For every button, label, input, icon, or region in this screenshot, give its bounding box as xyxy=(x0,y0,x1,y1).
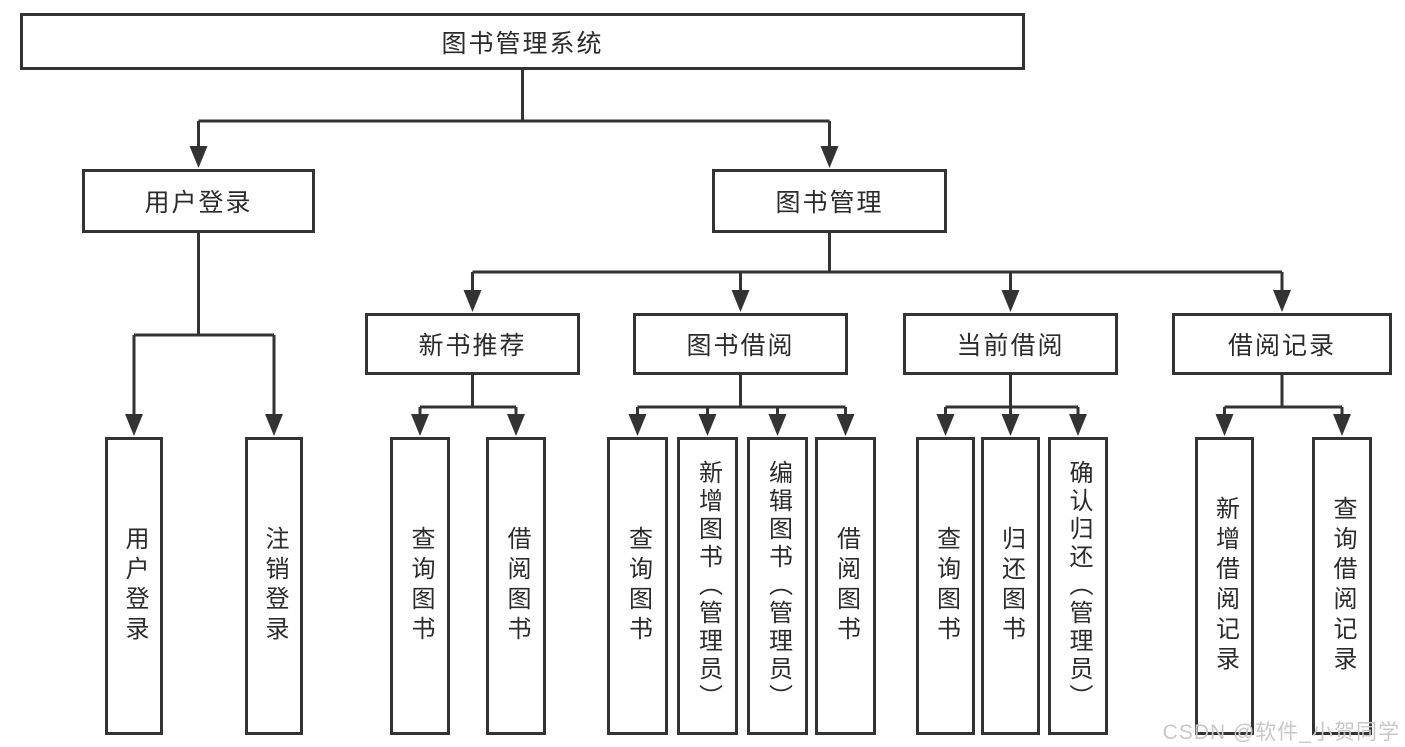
arrow-down-icon xyxy=(768,414,787,436)
leaf-edit-books-admin: 编辑图书（管理员） xyxy=(747,437,808,735)
arrow-down-icon xyxy=(189,146,208,168)
leaf-confirm-return-admin: 确认归还（管理员） xyxy=(1048,437,1108,735)
connector-record-to-leaves xyxy=(1215,375,1351,436)
leaf-query-books-newbook: 查询图书 xyxy=(390,437,450,735)
arrow-down-icon xyxy=(698,414,717,436)
arrow-down-icon xyxy=(628,414,647,436)
arrow-down-icon xyxy=(265,414,283,436)
arrow-down-icon xyxy=(463,290,482,312)
connector-newbook-to-leaves xyxy=(411,375,525,436)
node-book-management: 图书管理 xyxy=(712,169,947,233)
arrow-down-icon xyxy=(936,414,955,436)
arrow-down-icon xyxy=(1273,290,1291,312)
arrow-down-icon xyxy=(836,414,855,436)
connector-login-to-leaves xyxy=(125,233,283,436)
leaf-borrow-books-newbook: 借阅图书 xyxy=(486,437,546,735)
node-borrow-record: 借阅记录 xyxy=(1172,313,1392,375)
node-new-book-recommend: 新书推荐 xyxy=(365,313,580,375)
leaf-query-books-current: 查询图书 xyxy=(916,437,975,735)
connector-currentborrow-to-leaves xyxy=(936,375,1087,436)
leaf-query-borrow-record: 查询借阅记录 xyxy=(1312,437,1372,735)
leaf-borrow-books-borrow: 借阅图书 xyxy=(815,437,876,735)
leaf-add-borrow-record: 新增借阅记录 xyxy=(1195,437,1254,735)
csdn-watermark: CSDN @软件_小贺同学 xyxy=(1162,721,1400,744)
arrow-down-icon xyxy=(731,290,750,312)
arrow-down-icon xyxy=(1333,414,1351,436)
arrow-down-icon xyxy=(507,414,525,436)
leaf-logout: 注销登录 xyxy=(245,437,303,735)
node-user-login: 用户登录 xyxy=(82,169,315,233)
arrow-down-icon xyxy=(1069,414,1087,436)
arrow-down-icon xyxy=(1001,414,1020,436)
leaf-user-login: 用户登录 xyxy=(105,437,163,735)
leaf-query-books-borrow: 查询图书 xyxy=(607,437,668,735)
arrow-down-icon xyxy=(1001,290,1020,312)
node-book-borrow: 图书借阅 xyxy=(633,313,848,375)
arrow-down-icon xyxy=(411,414,429,436)
connector-bookborrow-to-leaves xyxy=(628,375,855,436)
connector-manage-to-level3 xyxy=(463,233,1291,312)
arrow-down-icon xyxy=(820,146,839,168)
node-current-borrow: 当前借阅 xyxy=(903,313,1118,375)
leaf-return-books: 归还图书 xyxy=(981,437,1040,735)
connector-root-to-level2 xyxy=(189,70,839,168)
arrow-down-icon xyxy=(125,414,143,436)
leaf-add-books-admin: 新增图书（管理员） xyxy=(677,437,738,735)
node-library-management-system: 图书管理系统 xyxy=(20,13,1025,70)
arrow-down-icon xyxy=(1215,414,1234,436)
